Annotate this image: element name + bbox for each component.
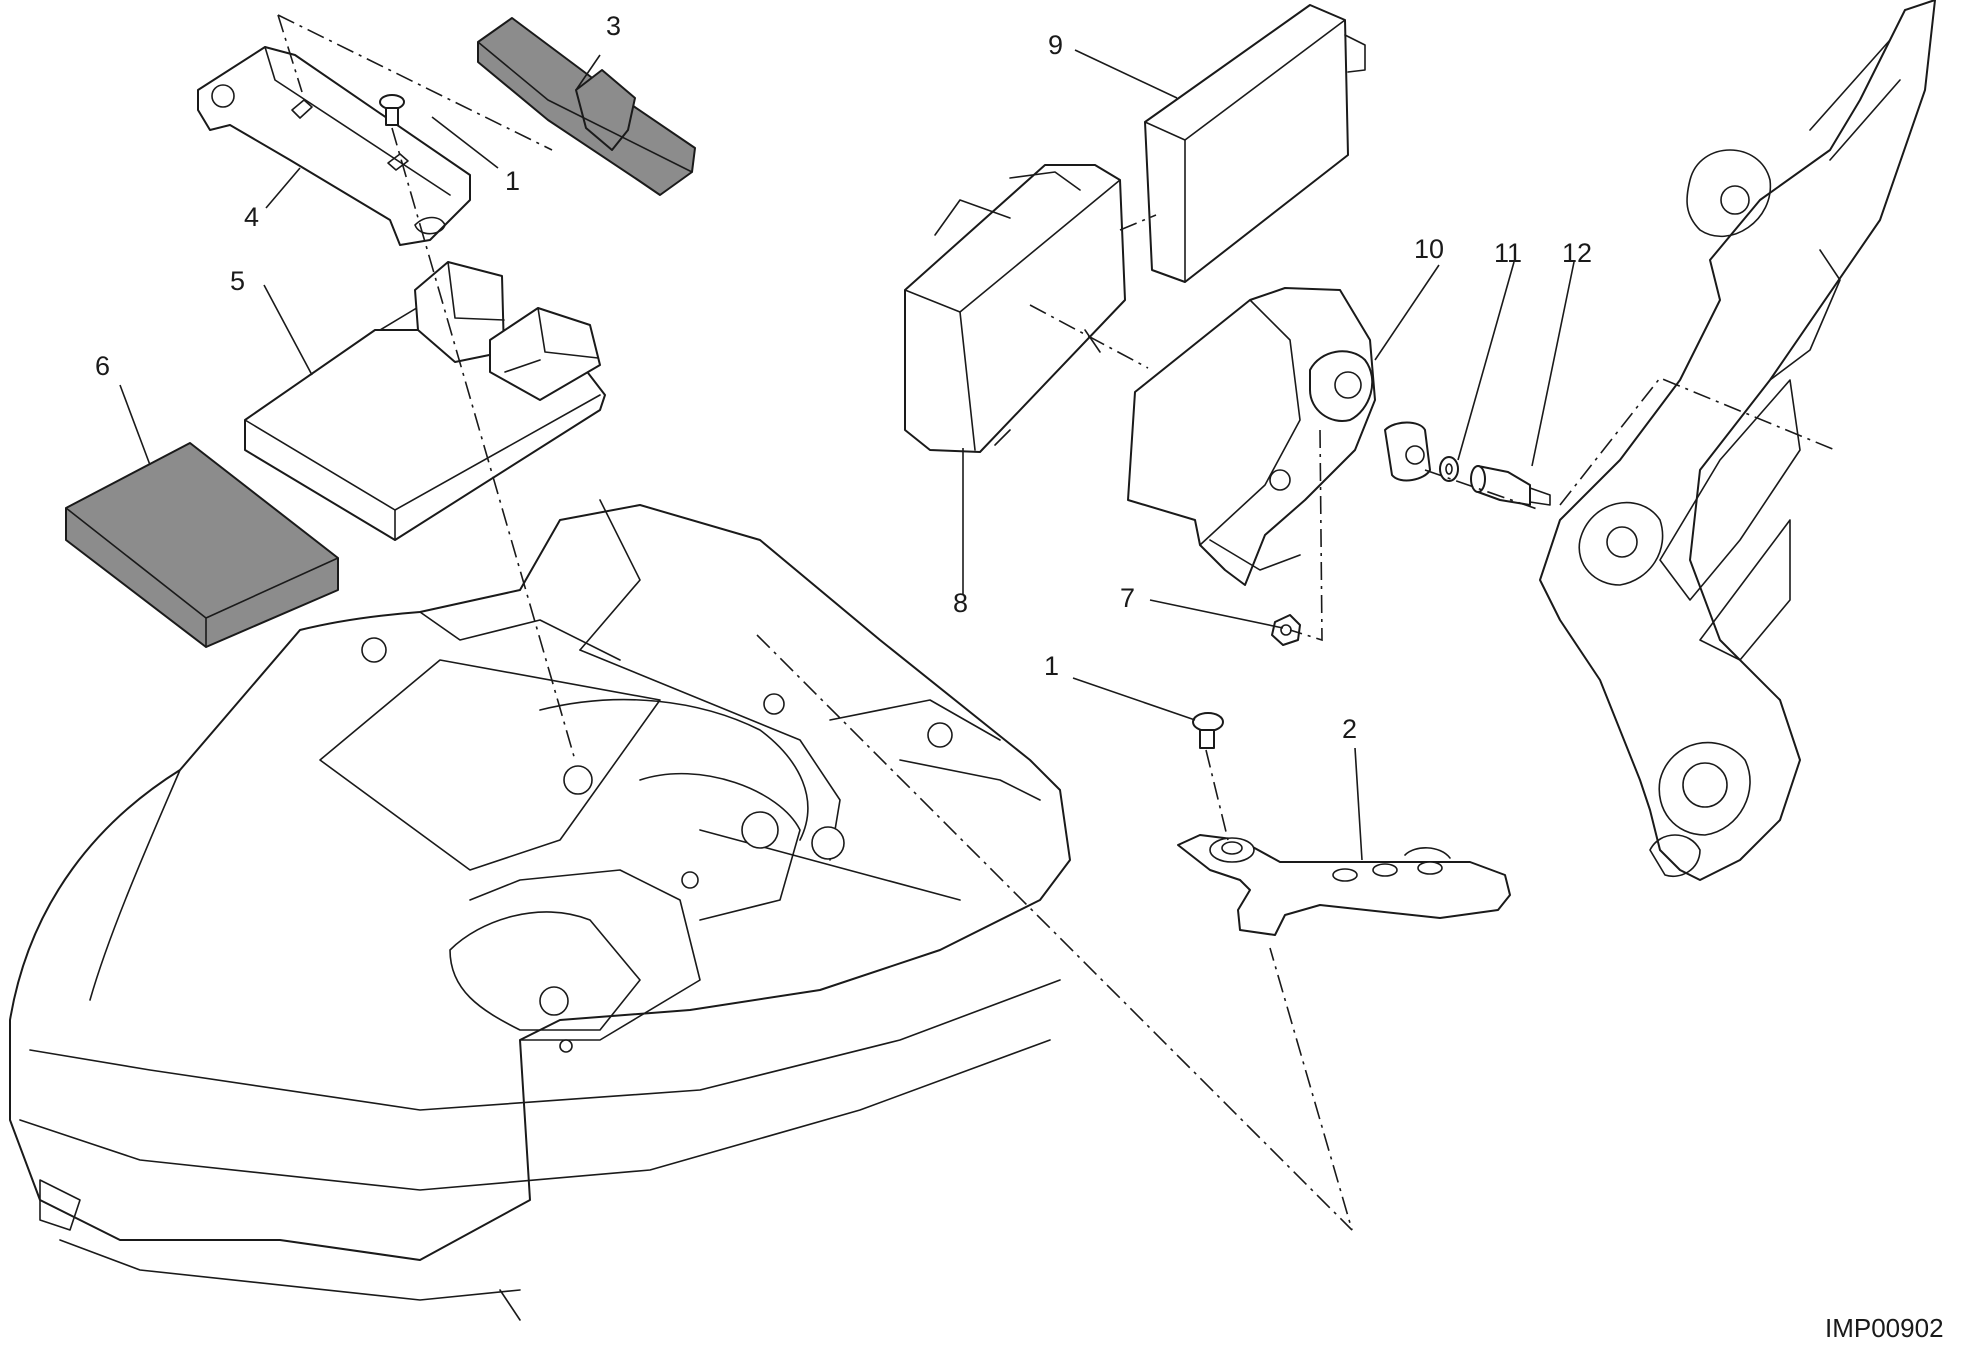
callout-12: 12 [1562,238,1592,268]
callout-3: 3 [606,11,621,41]
part-4-bracket [197,46,471,246]
callout-8: 8 [953,588,968,618]
callout-6: 6 [95,351,110,381]
callout-11: 11 [1494,238,1522,268]
callout-9: 9 [1048,30,1063,60]
part-9-module [1144,4,1366,283]
leader-lines [119,49,1575,861]
part-2-bracket [1177,834,1511,936]
part-6-shaded-block [65,442,339,648]
callout-4: 4 [244,202,259,232]
callout-7: 7 [1120,583,1135,613]
assembly-axes [277,14,1836,1231]
callout-5: 5 [230,266,245,296]
part-5-ecu-module [244,261,606,541]
part-12-spacer [1470,465,1551,506]
callout-1-top: 1 [505,166,520,196]
part-3-shaded-block [477,17,696,196]
callout-10: 10 [1414,234,1444,264]
callout-2: 2 [1342,714,1357,744]
part-10-holder [1127,287,1431,586]
frame-member [1539,0,1936,881]
part-1-screw-top [379,94,405,126]
part-8-module [904,164,1126,453]
part-7-nut [1271,614,1301,646]
part-1-screw-lower [1192,712,1224,749]
callout-1-lower: 1 [1044,651,1059,681]
tray-housing [9,499,1071,1321]
drawing-code: IMP00902 [1825,1313,1944,1343]
part-11-washer [1439,456,1459,482]
callouts: 1 1 2 3 4 5 6 7 8 9 10 11 12 [95,11,1592,744]
